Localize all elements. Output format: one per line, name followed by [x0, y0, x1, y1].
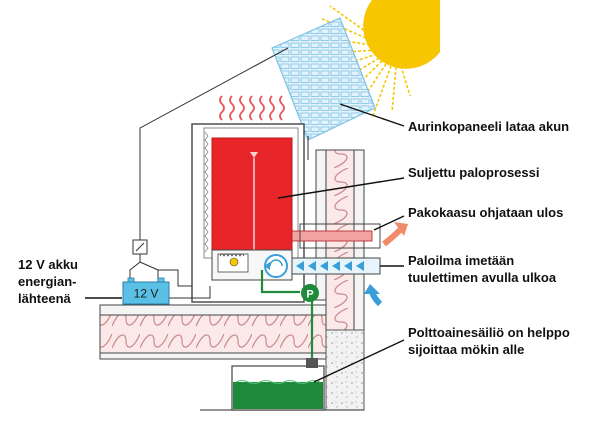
label-tank-2: sijoittaa mökin alle: [408, 342, 525, 357]
label-solar: Aurinkopaneeli lataa akun: [408, 119, 570, 134]
battery-label: 12 V: [134, 287, 159, 301]
label-intake-1: Paloilma imetään: [408, 253, 515, 268]
label-intake-2: tuulettimen avulla ulkoa: [408, 270, 557, 285]
label-tank-1: Polttoainesäiliö on helppo: [408, 325, 570, 340]
fuel-tank-icon: [231, 358, 325, 411]
fuel-line: [260, 270, 314, 370]
pump-label: P: [306, 289, 313, 301]
combustion-chamber: [211, 137, 293, 251]
label-combustion: Suljettu paloprosessi: [408, 165, 540, 180]
pump-icon: P: [301, 284, 319, 302]
solar-panel-icon: [271, 17, 376, 141]
heat-wave-icon: [219, 95, 285, 121]
label-battery-3: lähteenä: [18, 291, 71, 306]
floor: [99, 304, 327, 360]
battery-icon: 12 V: [122, 277, 170, 305]
fan-icon: [264, 254, 288, 278]
intake-arrow-icon: [364, 284, 383, 307]
exhaust-arrow-icon: [382, 222, 408, 247]
leader-lines: [85, 103, 405, 383]
label-battery-2: energian-: [18, 274, 77, 289]
label-battery-1: 12 V akku: [18, 257, 78, 272]
label-exhaust: Pakokaasu ohjataan ulos: [408, 205, 564, 220]
exhaust-pipe: [291, 223, 381, 249]
